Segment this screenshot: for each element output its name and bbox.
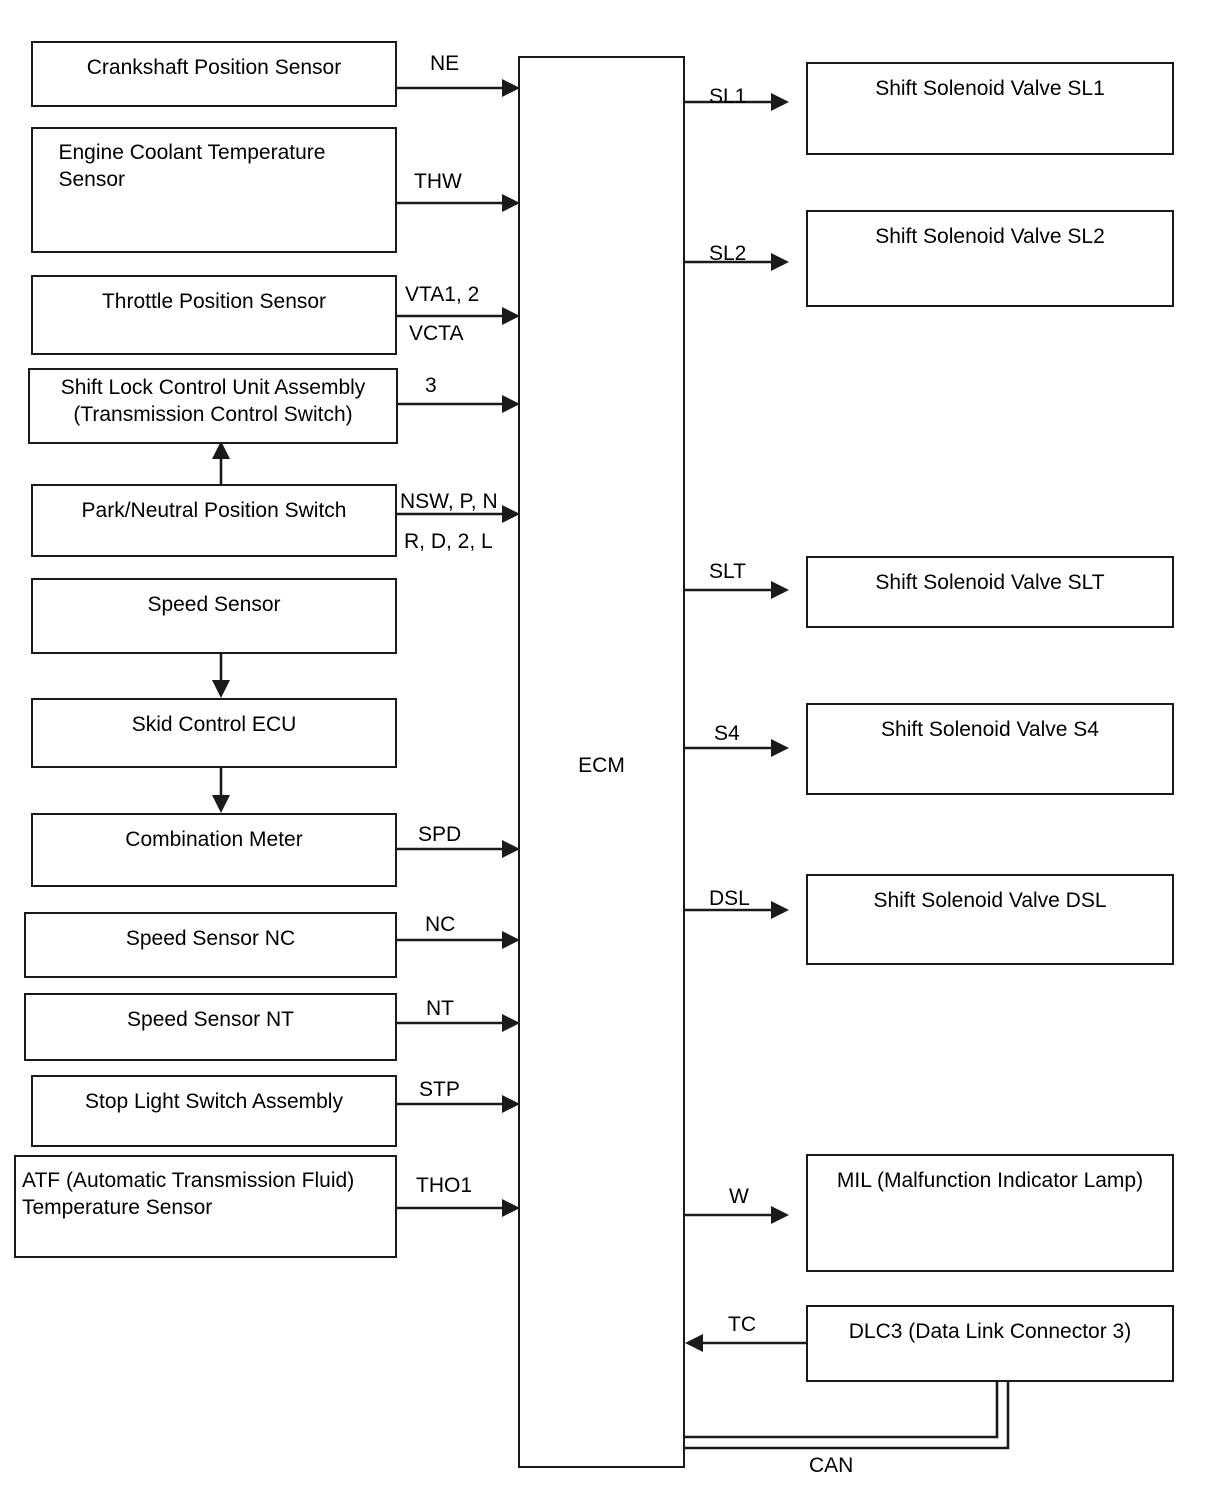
block-label: Crankshaft Position Sensor — [86, 56, 342, 79]
input-block-speed-sensor-nt[interactable]: Speed Sensor NT — [24, 993, 397, 1061]
signal-label-nsw-p-n: NSW, P, N — [400, 490, 498, 513]
signal-label-sl2: SL2 — [709, 242, 747, 265]
signal-label-vcta: VCTA — [409, 322, 464, 345]
block-label-secondary: (Transmission Control Switch) — [73, 403, 353, 427]
block-label-group: ATF (Automatic Transmission Fluid) Tempe… — [22, 1167, 395, 1222]
input-block-speed-sensor-nc[interactable]: Speed Sensor NC — [24, 912, 397, 978]
signal-label-stp: STP — [419, 1078, 460, 1101]
signal-label-sl1: SL1 — [709, 85, 747, 108]
signal-label-s4: S4 — [714, 722, 740, 745]
signal-label-ne: NE — [430, 52, 460, 75]
output-block-mil-malfunction-indicator-lamp[interactable]: MIL (Malfunction Indicator Lamp) — [806, 1154, 1174, 1272]
signal-label-3: 3 — [425, 374, 437, 397]
bus-label-can: CAN — [809, 1454, 854, 1477]
signal-label-vta1-2: VTA1, 2 — [405, 283, 480, 306]
output-block-shift-solenoid-valve-dsl[interactable]: Shift Solenoid Valve DSL — [806, 874, 1174, 965]
block-label: Shift Solenoid Valve SLT — [875, 571, 1105, 594]
block-label: Skid Control ECU — [131, 713, 297, 736]
block-label: Shift Solenoid Valve S4 — [881, 718, 1099, 741]
block-label: Engine Coolant Temperature Sensor — [58, 141, 326, 192]
input-block-stop-light-switch-assembly[interactable]: Stop Light Switch Assembly — [31, 1075, 397, 1147]
input-block-throttle-position-sensor[interactable]: Throttle Position Sensor — [31, 275, 397, 355]
block-label: Shift Solenoid Valve SL1 — [875, 77, 1105, 100]
signal-label-tho1: THO1 — [416, 1174, 473, 1197]
block-label: Speed Sensor — [147, 593, 281, 616]
output-block-dlc3-data-link-connector-3[interactable]: DLC3 (Data Link Connector 3) — [806, 1305, 1174, 1382]
signal-label-thw: THW — [414, 170, 462, 193]
block-label-group: Shift Lock Control Unit Assembly (Transm… — [30, 374, 396, 429]
signal-label-tc: TC — [728, 1313, 756, 1336]
block-label-secondary: Temperature Sensor — [22, 1196, 213, 1220]
block-label: ATF (Automatic Transmission Fluid) — [22, 1169, 355, 1192]
output-block-shift-solenoid-valve-s4[interactable]: Shift Solenoid Valve S4 — [806, 703, 1174, 795]
block-label: Park/Neutral Position Switch — [81, 499, 347, 522]
input-block-crankshaft-position-sensor[interactable]: Crankshaft Position Sensor — [31, 41, 397, 107]
input-block-shift-lock-control-unit-assembly[interactable]: Shift Lock Control Unit Assembly (Transm… — [28, 368, 398, 444]
output-block-shift-solenoid-valve-sl1[interactable]: Shift Solenoid Valve SL1 — [806, 62, 1174, 155]
signal-label-nt: NT — [426, 997, 454, 1020]
ecm-block[interactable]: ECM — [518, 56, 685, 1468]
input-block-atf-temperature-sensor[interactable]: ATF (Automatic Transmission Fluid) Tempe… — [14, 1155, 397, 1258]
signal-label-dsl: DSL — [709, 887, 750, 910]
block-label: Throttle Position Sensor — [101, 290, 327, 313]
block-label: Speed Sensor NC — [125, 927, 296, 950]
signal-label-spd: SPD — [418, 823, 462, 846]
block-label: Shift Lock Control Unit Assembly — [60, 376, 366, 399]
block-label: MIL (Malfunction Indicator Lamp) — [836, 1169, 1144, 1192]
input-block-engine-coolant-temperature-sensor[interactable]: Engine Coolant Temperature Sensor — [31, 127, 397, 253]
ecm-label: ECM — [578, 754, 625, 777]
block-label: Shift Solenoid Valve DSL — [873, 889, 1107, 912]
input-block-skid-control-ecu[interactable]: Skid Control ECU — [31, 698, 397, 768]
signal-label-w: W — [729, 1185, 749, 1208]
input-block-speed-sensor[interactable]: Speed Sensor — [31, 578, 397, 654]
block-label: DLC3 (Data Link Connector 3) — [848, 1320, 1132, 1343]
signal-label-nc: NC — [425, 913, 456, 936]
block-label: Speed Sensor NT — [127, 1008, 294, 1031]
input-block-combination-meter[interactable]: Combination Meter — [31, 813, 397, 887]
input-block-park-neutral-position-switch[interactable]: Park/Neutral Position Switch — [31, 484, 397, 557]
block-label: Combination Meter — [125, 828, 303, 851]
output-block-shift-solenoid-valve-slt[interactable]: Shift Solenoid Valve SLT — [806, 556, 1174, 628]
block-label: Stop Light Switch Assembly — [85, 1090, 343, 1113]
output-block-shift-solenoid-valve-sl2[interactable]: Shift Solenoid Valve SL2 — [806, 210, 1174, 307]
signal-label-slt: SLT — [709, 560, 746, 583]
block-label: Shift Solenoid Valve SL2 — [875, 225, 1105, 248]
signal-label-r-d-2-l: R, D, 2, L — [404, 530, 493, 553]
